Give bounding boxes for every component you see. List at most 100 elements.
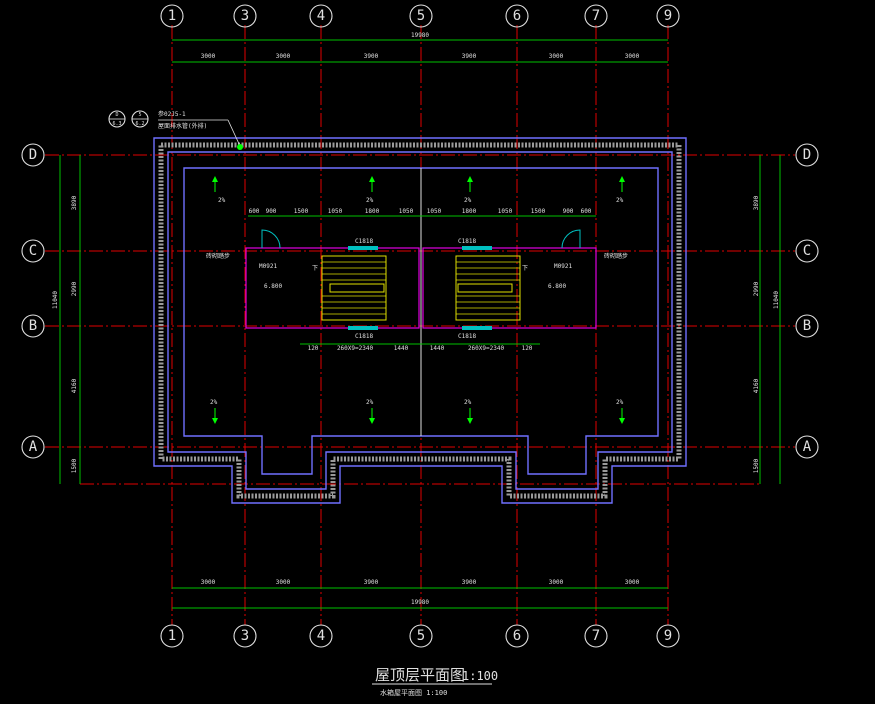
callout-note: 屋面排水管(外排) (158, 122, 207, 130)
side-dim-left: 2990 (71, 281, 78, 296)
bay-dim-top: 3000 (201, 53, 216, 60)
axis-label-bottom: 4 (317, 628, 325, 644)
total-width-top: 19980 (411, 32, 429, 39)
axis-label-bottom: 6 (513, 628, 521, 644)
stair-dim: 1050 (498, 208, 513, 215)
stair-dim: 1050 (399, 208, 414, 215)
bottom-dimensions: 19980 3000 3000 3900 3900 3000 3000 (172, 579, 668, 609)
slope-label: 2% (366, 197, 374, 204)
stair-bottom-dim: 1440 (394, 345, 409, 352)
bay-dim-top: 3000 (625, 53, 640, 60)
callout-note: 参02J5-1 (158, 110, 186, 118)
axis-label-top: 1 (168, 8, 176, 24)
stair-dim: 1800 (365, 208, 380, 215)
slope-label: 2% (616, 399, 624, 406)
roof-inner-outline-2 (183, 167, 659, 475)
side-dim-right: 1500 (753, 458, 760, 473)
axis-bubbles-bottom: 1 3 4 5 6 7 9 (160, 624, 680, 648)
stair-bottom-dim: 260X9=2340 (468, 345, 505, 352)
axis-label-bottom: 3 (241, 628, 249, 644)
axis-label-left: C (29, 243, 37, 259)
total-width-bottom: 19980 (411, 599, 429, 606)
axis-label-bottom: 1 (168, 628, 176, 644)
stair-room-right (422, 229, 597, 330)
level-label: 6.800 (264, 283, 282, 290)
door-label: M0921 (554, 263, 572, 270)
bay-dim-top: 3000 (549, 53, 564, 60)
drawing-scale: 1:100 (462, 669, 498, 683)
callout-ref: 5 (138, 112, 141, 118)
side-dim-right: 3890 (753, 195, 760, 210)
axis-label-top: 7 (592, 8, 600, 24)
axis-label-left: D (29, 147, 37, 163)
stair-dim: 900 (563, 208, 574, 215)
axis-label-right: B (803, 318, 811, 334)
stair-top-dimensions: 600 900 1500 1050 1800 1050 1050 1800 10… (248, 208, 596, 217)
axis-label-bottom: 5 (417, 628, 425, 644)
stair-dim: 600 (581, 208, 592, 215)
slope-label: 2% (218, 197, 226, 204)
side-total-right: 11040 (773, 291, 780, 309)
top-dimensions: 19980 3000 3000 3900 3900 3000 3000 (172, 32, 668, 63)
window-label: C1818 (355, 238, 373, 245)
axis-label-left: B (29, 318, 37, 334)
horizontal-axis-lines (45, 154, 795, 485)
slope-arrows (212, 176, 625, 424)
level-label: 6.800 (548, 283, 566, 290)
hatch-label: 砖砌踏步 (206, 252, 230, 260)
stair-dim: 1500 (531, 208, 546, 215)
axis-bubbles-left: D C B A (21, 143, 45, 459)
stair-bottom-dimensions: 120 260X9=2340 1440 1440 260X9=2340 120 (300, 343, 540, 352)
slope-label: 2% (366, 399, 374, 406)
axis-label-top: 5 (417, 8, 425, 24)
axis-label-bottom: 9 (664, 628, 672, 644)
bay-dim-top: 3900 (462, 53, 477, 60)
callout-ref: 6.2 (135, 121, 144, 127)
bay-dim-bottom: 3900 (462, 579, 477, 586)
side-dim-left: 1500 (71, 458, 78, 473)
side-dim-right: 2990 (753, 281, 760, 296)
axis-label-top: 6 (513, 8, 521, 24)
left-dimensions: 11040 3890 2990 4160 1500 (52, 155, 81, 484)
bay-dim-bottom: 3000 (625, 579, 640, 586)
bay-dim-bottom: 3000 (201, 579, 216, 586)
bay-dim-top: 3000 (276, 53, 291, 60)
axis-label-right: D (803, 147, 811, 163)
stair-room-left (245, 229, 420, 330)
axis-bubbles-right: D C B A (795, 143, 819, 459)
stair-dim: 900 (266, 208, 277, 215)
bay-dim-bottom: 3000 (549, 579, 564, 586)
stair-dim: 1050 (427, 208, 442, 215)
door-label: M0921 (259, 263, 277, 270)
stair-dim: 1500 (294, 208, 309, 215)
drawing-title: 屋顶层平面图 (375, 666, 465, 684)
slope-label: 2% (464, 399, 472, 406)
side-total-left: 11040 (52, 291, 59, 309)
roof-outer-outline (153, 137, 687, 504)
title-block: 屋顶层平面图 1:100 水箱屋平面图 1:100 (372, 666, 498, 697)
axis-label-left: A (29, 439, 38, 455)
callout-ref: D (115, 112, 118, 118)
axis-bubbles-top: 1 3 4 5 6 7 9 (160, 4, 680, 28)
roof-inner-outline (167, 151, 673, 490)
window-label: C1818 (458, 333, 476, 340)
stair-bottom-dim: 120 (308, 345, 319, 352)
axis-label-right: A (803, 439, 812, 455)
right-dimensions: 11040 3890 2990 4160 1500 (753, 155, 781, 484)
hatch-label: 砖砌踏步 (604, 252, 628, 260)
slope-labels: 2% 2% 2% 2% 2% 2% 2% 2% (210, 197, 624, 406)
drawing-subtitle: 水箱屋平面图 1:100 (380, 688, 447, 697)
down-label: 下 (522, 265, 528, 272)
axis-label-top: 9 (664, 8, 672, 24)
axis-label-right: C (803, 243, 811, 259)
parapet-band (158, 142, 682, 499)
side-dim-left: 3890 (71, 195, 78, 210)
window-label: C1818 (355, 333, 373, 340)
side-dim-left: 4160 (71, 378, 78, 393)
stair-bottom-dim: 1440 (430, 345, 445, 352)
stair-annotations: C1818 C1818 C1818 C1818 M0921 M0921 6.80… (206, 238, 628, 340)
slope-label: 2% (464, 197, 472, 204)
axis-label-top: 4 (317, 8, 325, 24)
